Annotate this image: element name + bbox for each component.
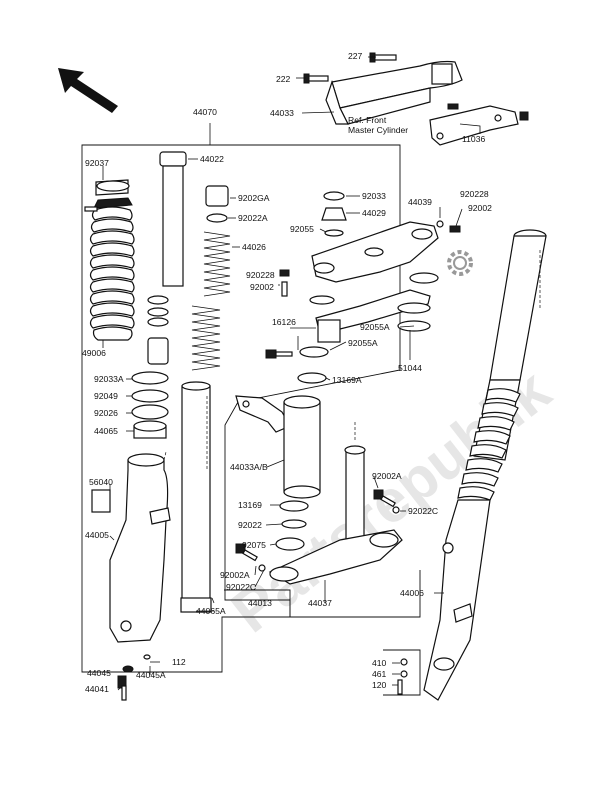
callout-120: 120 — [372, 680, 387, 690]
callout-92075: 92075 — [242, 540, 266, 550]
callout-49006: 49006 — [82, 348, 106, 358]
bolt-92002A-right — [373, 489, 400, 514]
fork-boot — [89, 179, 135, 341]
callout-44039: 44039 — [408, 197, 432, 207]
callout-51044: 51044 — [398, 363, 422, 373]
callout-44045: 44045 — [87, 668, 111, 678]
callout-11036: 11036 — [462, 134, 485, 144]
handlebar-holder — [325, 60, 463, 125]
callout-56040: 56040 — [89, 477, 113, 487]
bearing-13169 — [275, 500, 309, 551]
callout-92055: 92055 — [290, 224, 314, 234]
callout-227: 227 — [348, 51, 363, 61]
headlight-bracket-44033AB — [235, 395, 291, 433]
callout-13169A: 13169A — [332, 375, 362, 385]
right-small-frame — [383, 649, 421, 696]
bolt-222 — [303, 73, 329, 84]
direction-arrow-icon — [58, 68, 118, 113]
assembly-frame — [81, 144, 401, 673]
oil-seal-stack — [131, 371, 169, 439]
inner-tube-44013 — [180, 381, 212, 613]
callout-92055A-1: 92055A — [360, 322, 390, 332]
callout-92033A: 92033A — [94, 374, 124, 384]
reflector-56040 — [91, 489, 111, 513]
washers-top-right — [309, 272, 439, 305]
washer-92022B-top — [436, 220, 444, 228]
callout-44005: 44005 — [85, 530, 109, 540]
reference-note-line-2: Master Cylinder — [348, 125, 408, 135]
callout-16126: 16126 — [272, 317, 296, 327]
callout-92002A-right: 92002A — [372, 471, 402, 481]
right-fork-fasteners — [397, 658, 408, 695]
callout-44070: 44070 — [193, 107, 217, 117]
callout-44065A: 44065A — [196, 606, 226, 616]
callout-92022C-right: 92022C — [408, 506, 438, 516]
callout-92055A-2: 92055A — [348, 338, 378, 348]
callout-44013: 44013 — [248, 598, 272, 608]
fork-internals — [147, 295, 169, 365]
callout-44026: 44026 — [242, 242, 266, 252]
callout-92022A-top: 92022A — [238, 213, 268, 223]
spring-44026 — [191, 231, 231, 371]
callout-44045A: 44045A — [136, 670, 166, 680]
reference-note-line-1: Ref. Front — [348, 115, 387, 125]
leader-lines — [102, 56, 481, 691]
outer-tube-44005 — [109, 453, 171, 643]
gear-icon — [447, 250, 473, 276]
callout-92037: 92037 — [85, 158, 109, 168]
callout-92022B-top: 920228 — [460, 189, 489, 199]
callout-92002-mid: 92002 — [250, 282, 274, 292]
callout-92002A-left: 92002A — [220, 570, 250, 580]
callout-9202GA: 9202GA — [238, 193, 270, 203]
callout-222: 222 — [276, 74, 291, 84]
callout-92022-mid: 92022 — [238, 520, 262, 530]
callout-44041: 44041 — [85, 684, 109, 694]
steering-stem-44037 — [268, 445, 403, 585]
stem-tube — [283, 395, 321, 499]
callout-44029: 44029 — [362, 208, 386, 218]
bearing-13169A — [297, 372, 327, 384]
lower-bracket-frame — [224, 570, 421, 618]
bolt-92002-mid — [279, 269, 290, 297]
fork-cap-44022 — [159, 151, 187, 287]
washer-44045 — [122, 654, 151, 673]
callout-13169: 13169 — [238, 500, 262, 510]
callout-44065: 44065 — [94, 426, 118, 436]
callout-44022: 44022 — [200, 154, 224, 164]
bolt-92002-top — [449, 225, 461, 233]
callout-92026: 92026 — [94, 408, 118, 418]
callout-92049: 92049 — [94, 391, 118, 401]
washers-92055A — [299, 302, 431, 358]
callout-410: 410 — [372, 658, 387, 668]
callout-92033: 92033 — [362, 191, 386, 201]
bolt-92022B-left — [265, 349, 293, 359]
callout-112: 112 — [172, 657, 186, 667]
clamp-92037 — [84, 180, 130, 212]
bolt-227 — [369, 52, 397, 63]
bolt-92002A-left — [235, 543, 266, 572]
dashed-line-4 — [163, 451, 167, 461]
callout-92022C-left: 92022C — [226, 582, 256, 592]
callout-44033AB: 44033A/B — [230, 462, 268, 472]
callout-92002-top: 92002 — [468, 203, 492, 213]
callout-44006: 44006 — [400, 588, 424, 598]
headlight-bracket-16126 — [315, 289, 431, 343]
upper-clamp-44039 — [311, 221, 439, 283]
callout-461: 461 — [372, 669, 387, 679]
right-fork-assembly — [423, 229, 547, 701]
spacer-9202GA — [205, 185, 229, 223]
stem-nut — [321, 191, 347, 237]
callout-44033: 44033 — [270, 108, 294, 118]
callout-92022B-mid: 920228 — [246, 270, 275, 280]
drain-bolt-44041 — [117, 675, 127, 701]
callout-44037: 44037 — [308, 598, 332, 608]
